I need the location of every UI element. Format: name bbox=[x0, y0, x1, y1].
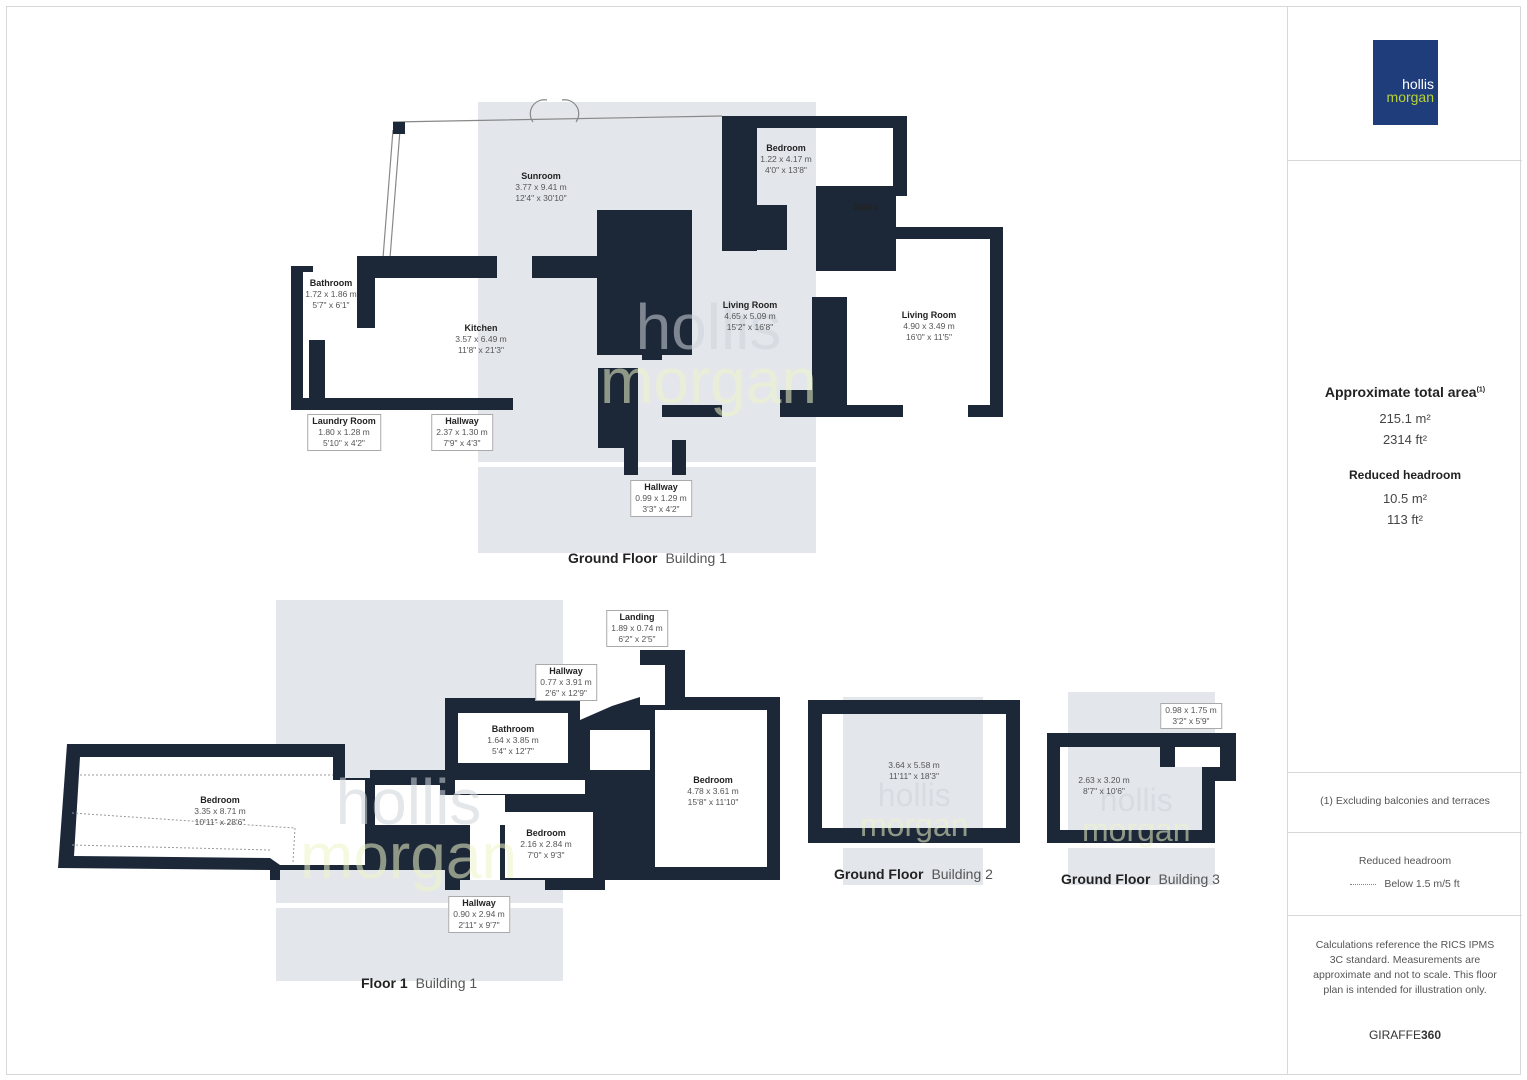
dotted-line-icon bbox=[1350, 883, 1377, 885]
reduced-area-ft2: 113 ft² bbox=[1387, 512, 1423, 527]
total-area-title: Approximate total area(1) bbox=[1324, 384, 1486, 400]
disclaimer: Calculations reference the RICS IPMS 3C … bbox=[1313, 939, 1497, 996]
floor1-rooms bbox=[74, 665, 767, 880]
total-area-m2: 215.1 m² bbox=[1379, 411, 1431, 426]
page-frame bbox=[6, 6, 1521, 1075]
total-area-ft2: 2314 ft² bbox=[1382, 432, 1428, 447]
floor-plan-drawing bbox=[58, 99, 1236, 981]
giraffe360-credit: GIRAFFE360 bbox=[1368, 1028, 1442, 1042]
reduced-area-m2: 10.5 m² bbox=[1382, 491, 1428, 506]
legend-title: Reduced headroom bbox=[1358, 855, 1452, 867]
reduced-headroom-title: Reduced headroom bbox=[1348, 468, 1462, 482]
footnote: (1) Excluding balconies and terraces bbox=[1320, 795, 1490, 807]
b3-stair-room bbox=[1175, 747, 1220, 767]
sunroom-glazing bbox=[382, 99, 723, 259]
room-label-stairs: Stairs bbox=[853, 202, 879, 212]
legend-item: Below 1.5 m/5 ft bbox=[1288, 878, 1522, 890]
walls-ground-b1 bbox=[291, 116, 1003, 475]
